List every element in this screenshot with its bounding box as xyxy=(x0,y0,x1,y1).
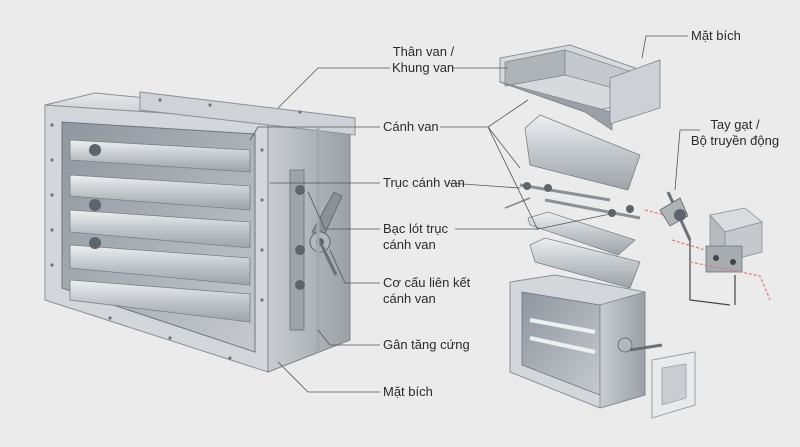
leader-lines xyxy=(249,35,700,393)
exploded-blade-3 xyxy=(529,237,641,289)
flange-holes xyxy=(50,98,302,360)
leader-mat-bich-top xyxy=(641,35,688,59)
exploded-blade-1 xyxy=(524,114,641,191)
body-side xyxy=(267,119,351,373)
label-mat-bich-bottom-text: Mặt bích xyxy=(383,384,433,399)
leader-gan xyxy=(317,329,380,346)
leader-canh-van-right-1 xyxy=(440,99,529,128)
label-co-cau-line1: Cơ cấu liên kết xyxy=(383,275,471,290)
label-co-cau-line2: cánh van xyxy=(383,291,436,306)
leader-truc-right xyxy=(447,182,521,189)
exploded-small-damper xyxy=(509,274,663,409)
label-gan-tang-cung: Gân tăng cứng xyxy=(383,337,470,353)
leader-canh-van-right-3 xyxy=(487,126,539,231)
label-than-van-line2: Khung van xyxy=(392,60,455,75)
leader-bac-lot-right xyxy=(455,213,611,230)
label-tay-gat: Tay gạt / Bộ truyền động xyxy=(676,117,794,149)
leader-canh-van-right-2 xyxy=(487,126,521,169)
label-canh-van: Cánh van xyxy=(383,119,439,135)
label-tay-gat-line2: Bộ truyền động xyxy=(690,133,780,148)
leader-tay-gat xyxy=(674,129,700,191)
label-mat-bich-bottom: Mặt bích xyxy=(383,384,433,400)
exploded-flange-top xyxy=(499,44,661,131)
leader-mat-bich-bottom xyxy=(277,361,380,393)
leader-bac-lot-left xyxy=(307,191,380,230)
spindles xyxy=(89,144,101,249)
leader-co-cau xyxy=(329,249,380,284)
inner-blades xyxy=(69,139,251,323)
exploded-shafts xyxy=(504,182,641,220)
label-mat-bich-top: Mặt bích xyxy=(691,28,741,44)
label-than-van: Thân van / Khung van xyxy=(392,44,454,76)
back-flange xyxy=(139,91,356,136)
leader-than-van xyxy=(277,67,390,109)
exploded-actuator xyxy=(659,191,763,306)
exploded-blade-2 xyxy=(527,211,636,256)
signal-wires xyxy=(644,209,771,301)
label-than-van-line1: Thân van / xyxy=(392,44,455,59)
side-linkage xyxy=(289,169,343,331)
label-bac-lot: Bạc lót trục cánh van xyxy=(383,221,448,253)
exploded-view xyxy=(499,44,771,419)
label-bac-lot-line1: Bạc lót trục xyxy=(383,221,449,236)
label-canh-van-text: Cánh van xyxy=(383,119,439,134)
label-truc-canh-van: Trục cánh van xyxy=(383,175,465,191)
assembled-damper xyxy=(44,91,356,373)
leader-canh-van-left xyxy=(249,126,380,141)
label-bac-lot-line2: cánh van xyxy=(383,237,436,252)
exploded-gasket xyxy=(651,351,696,419)
label-gan-tang-cung-text: Gân tăng cứng xyxy=(383,337,470,352)
label-tay-gat-line1: Tay gạt / xyxy=(710,117,760,132)
label-truc-canh-van-text: Trục cánh van xyxy=(383,175,465,190)
label-co-cau: Cơ cấu liên kết cánh van xyxy=(383,275,470,307)
label-mat-bich-top-text: Mặt bích xyxy=(691,28,741,43)
